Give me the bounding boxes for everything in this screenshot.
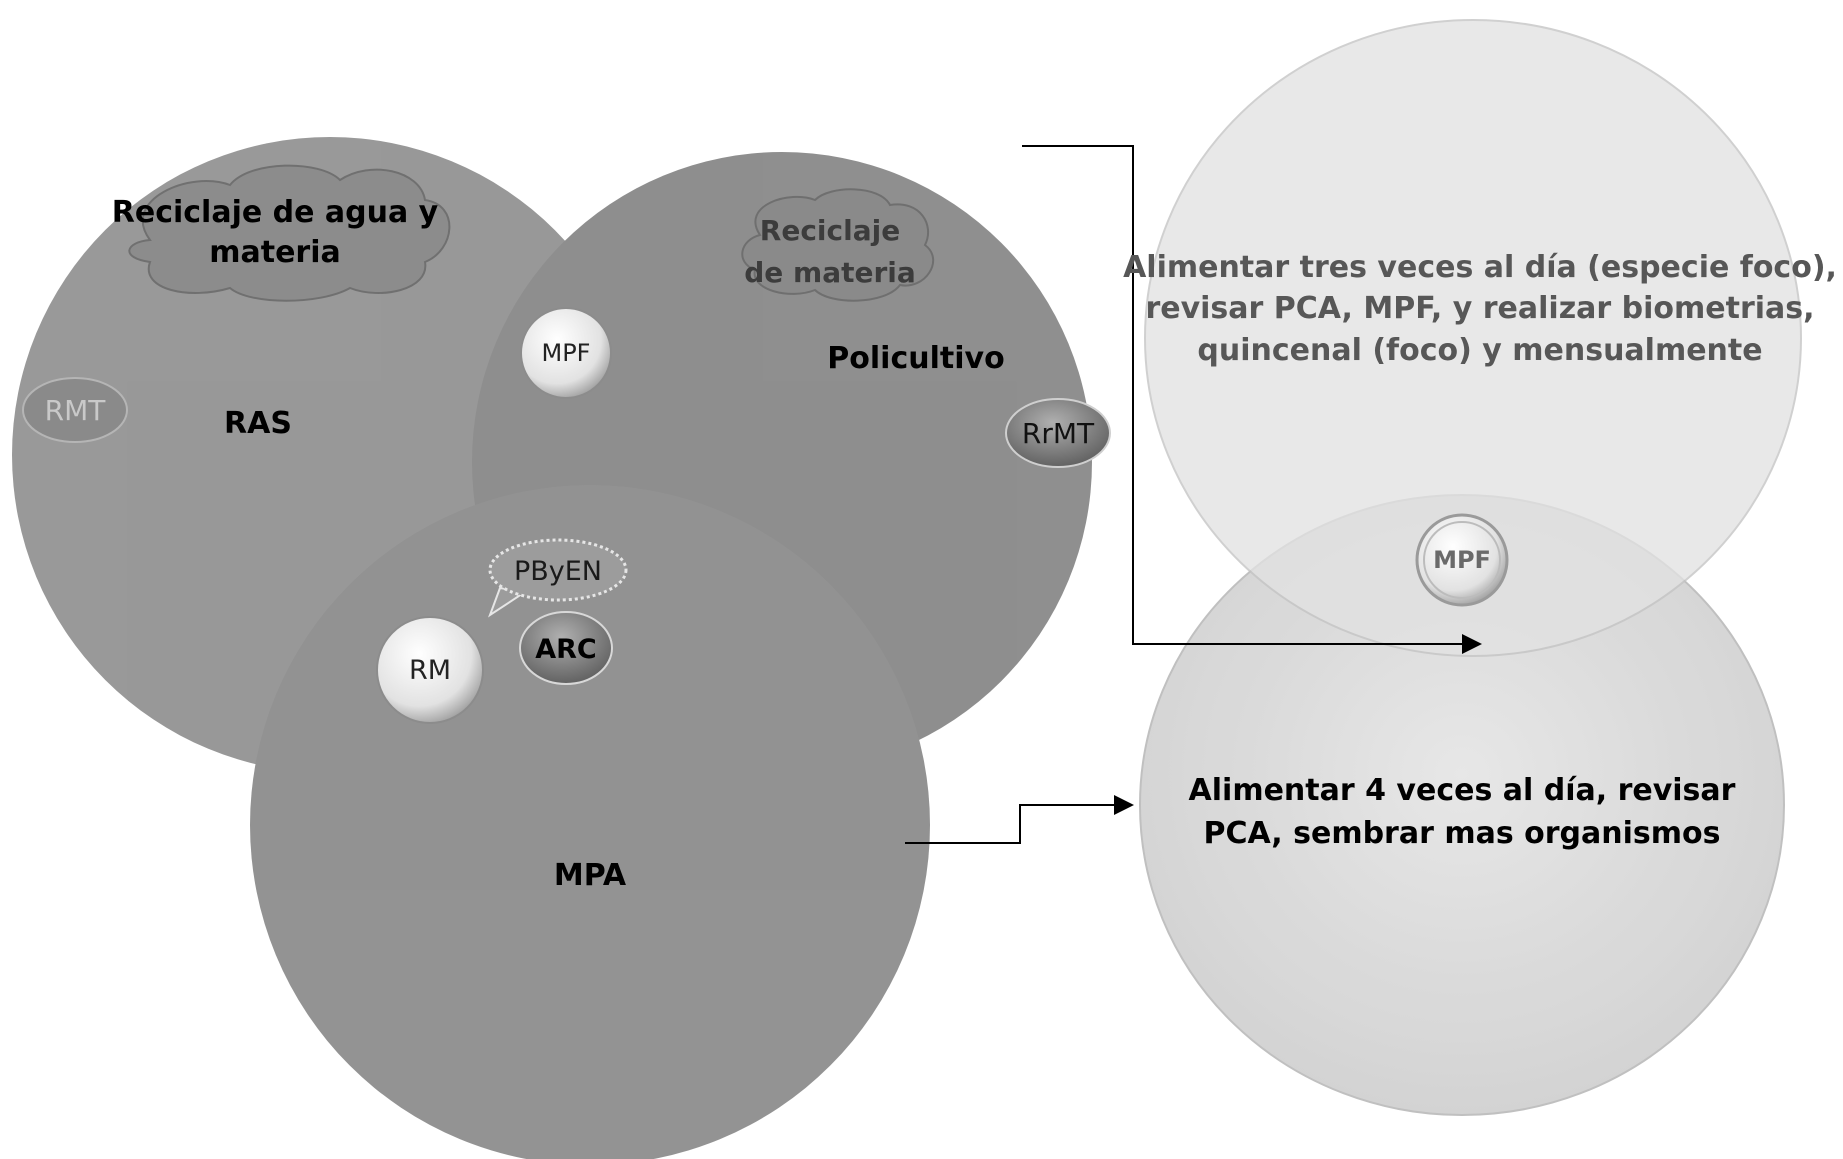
bottom-description-line2: PCA, sembrar mas organismos [1204, 816, 1721, 851]
pbyen-badge: PByEN [488, 538, 628, 618]
connector-policultivo [1022, 145, 1482, 654]
cloud-policultivo: Reciclaje de materia [741, 188, 935, 302]
pbyen-label: PByEN [514, 556, 602, 587]
cloud-poli-line2: de materia [744, 256, 916, 289]
rm-badge: RM [376, 616, 484, 724]
connector-mpa [905, 795, 1134, 844]
rrmt-label: RrMT [1022, 417, 1095, 450]
top-description-line1: Alimentar tres veces al día (especie foc… [1123, 250, 1837, 285]
top-description-line2: revisar PCA, MPF, y realizar biometrias, [1145, 291, 1814, 326]
arc-badge: ARC [519, 611, 613, 685]
mpa-label: MPA [554, 858, 627, 893]
top-description: Alimentar tres veces al día (especie foc… [1123, 250, 1837, 368]
mpf-center-badge: MPF [520, 307, 612, 399]
top-description-line3: quincenal (foco) y mensualmente [1197, 333, 1762, 368]
rmt-label: RMT [45, 394, 107, 427]
cloud-ras-line1: Reciclaje de agua y [112, 195, 439, 230]
rm-label: RM [409, 655, 451, 686]
mpf-right-label: MPF [1433, 546, 1491, 574]
cloud-poli-line1: Reciclaje [760, 214, 900, 247]
cloud-ras-line2: materia [209, 235, 341, 270]
arc-label: ARC [535, 634, 597, 665]
rmt-badge: RMT [22, 377, 128, 443]
policultivo-label: Policultivo [827, 341, 1004, 376]
rrmt-badge: RrMT [1005, 398, 1111, 468]
description-circle-top [1144, 19, 1802, 657]
ras-label: RAS [224, 406, 292, 441]
mpf-right-badge: MPF [1415, 513, 1509, 607]
bottom-description: Alimentar 4 veces al día, revisar PCA, s… [1189, 773, 1736, 851]
mpf-center-label: MPF [542, 339, 591, 367]
bottom-description-line1: Alimentar 4 veces al día, revisar [1189, 773, 1736, 808]
cloud-ras: Reciclaje de agua y materia [112, 164, 451, 302]
